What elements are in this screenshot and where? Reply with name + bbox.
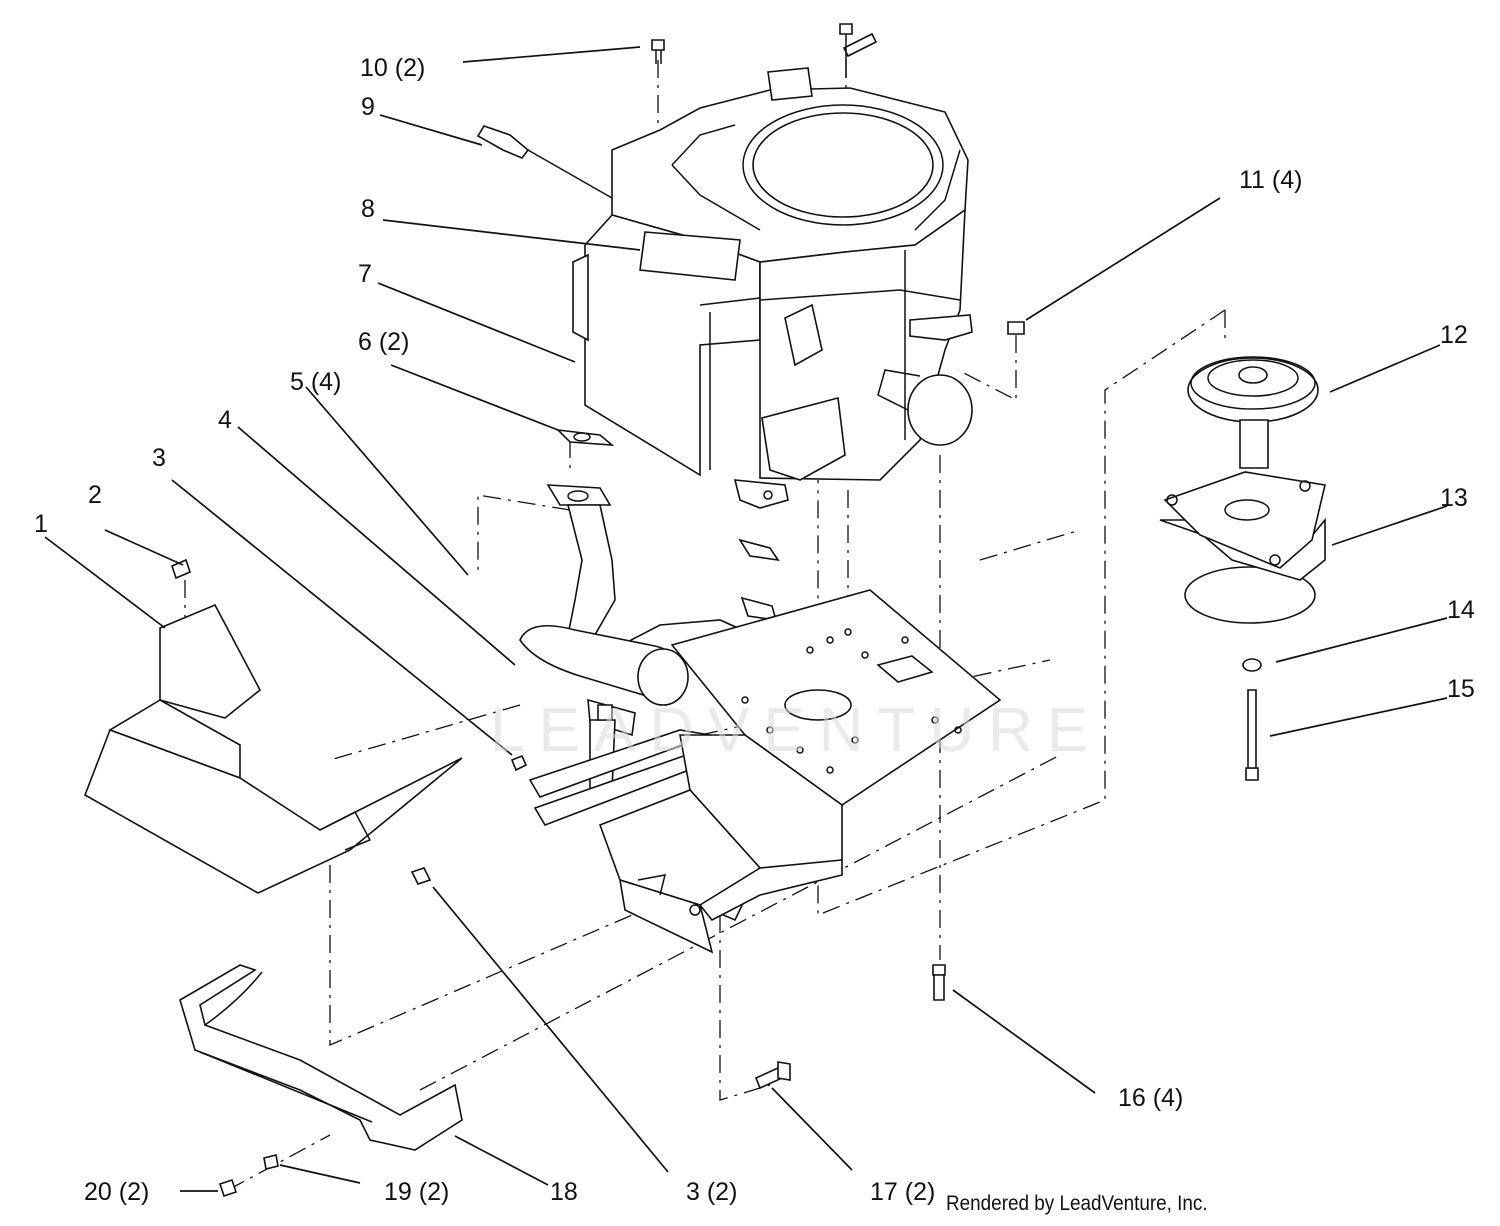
render-credit: Rendered by LeadVenture, Inc.	[946, 1192, 1208, 1215]
deflector-shield	[84, 558, 463, 894]
callout-11: 11 (4)	[1239, 166, 1303, 194]
callout-5: 5 (4)	[290, 368, 342, 396]
engine-deck-frame	[528, 589, 1002, 954]
callout-16: 16 (4)	[1118, 1084, 1184, 1112]
deck-bolts	[410, 754, 946, 1090]
callout-12: 12	[1440, 321, 1468, 349]
callout-3: 3	[152, 444, 166, 472]
callout-20: 20 (2)	[84, 1178, 150, 1206]
rear-bumper	[179, 964, 463, 1198]
callout-14: 14	[1447, 596, 1475, 624]
callout-7: 7	[358, 260, 372, 288]
callout-2: 2	[88, 481, 102, 509]
callout-8: 8	[361, 195, 375, 223]
callout-3-2: 3 (2)	[686, 1178, 738, 1206]
callout-13: 13	[1440, 484, 1468, 512]
deck-holes	[741, 628, 962, 774]
exhaust-system	[519, 428, 780, 793]
clutch-assembly	[1159, 356, 1326, 781]
callout-6: 6 (2)	[358, 328, 410, 356]
callout-10: 10 (2)	[360, 54, 426, 82]
engine	[572, 67, 973, 509]
callout-4: 4	[218, 406, 232, 434]
callout-9: 9	[361, 93, 375, 121]
watermark: LEADVENTURE	[490, 696, 1103, 765]
callout-18: 18	[550, 1178, 578, 1206]
callout-17: 17 (2)	[870, 1178, 936, 1206]
leader-lines	[44, 46, 1448, 1192]
callout-15: 15	[1447, 675, 1475, 703]
callout-1: 1	[34, 510, 48, 538]
callout-19: 19 (2)	[384, 1178, 450, 1206]
small-fasteners	[476, 23, 1025, 335]
